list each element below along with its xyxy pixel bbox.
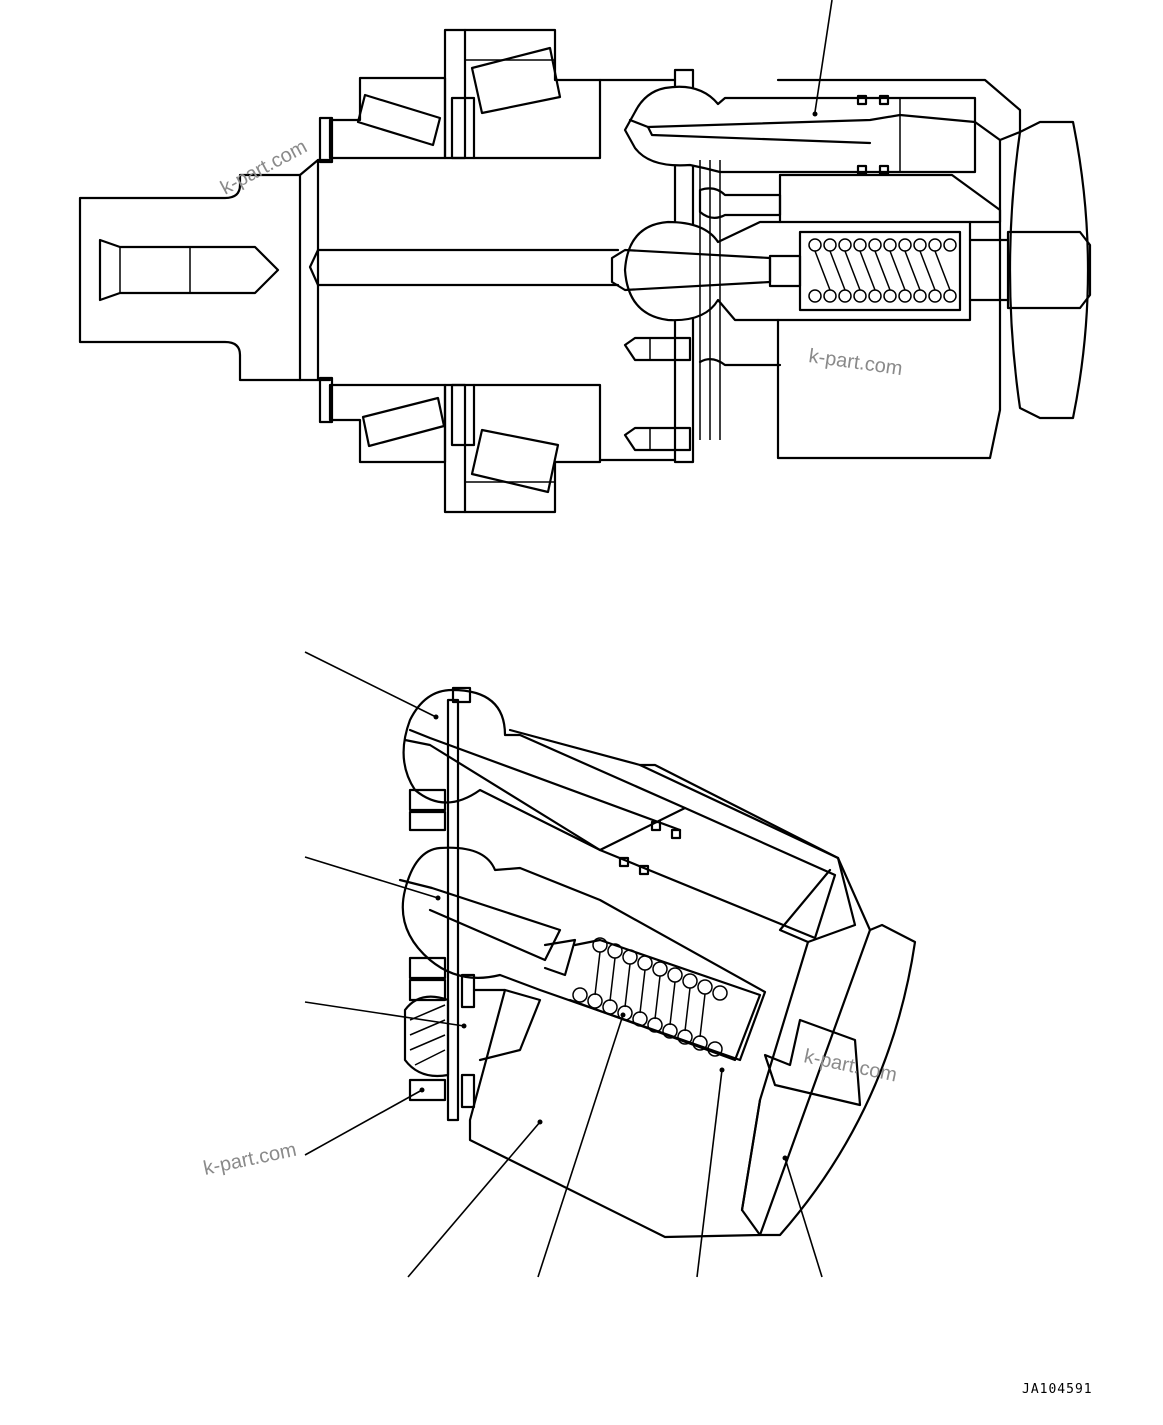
leader-4 xyxy=(304,1089,423,1156)
leader-2 xyxy=(304,856,439,899)
watermark-2: k-part.com xyxy=(807,345,904,380)
upper-piston xyxy=(623,85,977,176)
lower-bearing xyxy=(318,376,602,514)
leader-7 xyxy=(696,1069,723,1278)
watermark-3: k-part.com xyxy=(201,1139,298,1180)
shaft-bore xyxy=(98,238,280,302)
leader-1 xyxy=(304,651,437,718)
plate-and-bolts xyxy=(403,698,542,1122)
leader-5 xyxy=(407,1121,541,1278)
end-cap xyxy=(1008,120,1090,420)
leader-6 xyxy=(537,1014,624,1278)
tilted-spring xyxy=(572,937,728,1057)
upper-ball-piston xyxy=(402,686,837,940)
leader-top xyxy=(814,0,833,113)
bottom-section-view: k-part.com k-part.com xyxy=(201,651,917,1278)
upper-bearing xyxy=(318,28,602,164)
lower-bolts xyxy=(623,336,782,452)
leader-3 xyxy=(304,1001,465,1027)
tilted-end-cap xyxy=(740,923,917,1237)
drawing-code: JA104591 xyxy=(1022,1382,1093,1397)
center-piston xyxy=(610,220,972,322)
center-ball-piston xyxy=(398,846,767,1062)
top-section-view: k-part.com k-part.com xyxy=(78,0,1092,514)
watermark-1: k-part.com xyxy=(217,136,311,200)
leader-8 xyxy=(784,1157,823,1278)
shaft-body xyxy=(298,158,320,382)
spring xyxy=(808,238,957,303)
small-piston xyxy=(698,187,782,219)
